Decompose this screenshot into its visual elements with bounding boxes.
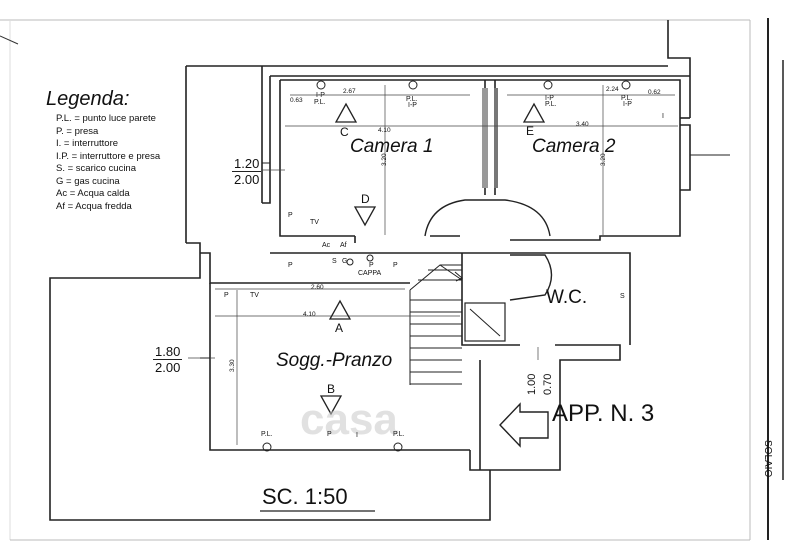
fixture-p: P bbox=[393, 262, 398, 269]
legend-item: I.P. = interruttore e presa bbox=[56, 150, 161, 162]
legend-item: Ac = Acqua calda bbox=[56, 188, 130, 199]
dim-cam1-offset: 0.63 bbox=[290, 97, 303, 104]
ratio-door-top: 0.70 bbox=[542, 373, 554, 395]
room-label-camera-1: Camera 1 bbox=[350, 136, 434, 157]
ratio-door-bottom: 1.00 bbox=[526, 373, 538, 395]
section-b: B bbox=[327, 382, 336, 396]
sliding-door-panel bbox=[482, 88, 488, 188]
fixture-tv: TV bbox=[310, 219, 319, 226]
fixture-ip: I-P bbox=[623, 101, 632, 108]
section-c: C bbox=[340, 125, 349, 139]
dim-cam1-span: 4.10 bbox=[378, 127, 391, 134]
dim-cam2-width: 2.24 bbox=[606, 86, 619, 93]
fixture-ip: I-P bbox=[316, 92, 325, 99]
room-label-wc: W.C. bbox=[546, 287, 588, 308]
dim-cam2-height: 3.20 bbox=[600, 153, 607, 166]
section-markers bbox=[319, 102, 546, 416]
legend-list: P.L. = punto luce parete P. = presa I. =… bbox=[56, 113, 160, 213]
fixture-pl: P.L. bbox=[261, 431, 273, 438]
light-points bbox=[262, 80, 631, 452]
side-label: SOLAIO bbox=[762, 440, 773, 478]
legend-item: P.L. = punto luce parete bbox=[56, 113, 156, 124]
sliding-door-panel-2 bbox=[494, 88, 498, 188]
dim-sogg-height: 3.30 bbox=[229, 359, 236, 372]
dim-cam2-offset: 0.62 bbox=[648, 89, 661, 96]
legend-title: Legenda: bbox=[46, 88, 130, 110]
ratio-bottom: 2.00 bbox=[155, 360, 181, 375]
fixture-pl: P.L. bbox=[621, 95, 633, 102]
fixture-p: P bbox=[288, 262, 293, 269]
fixture-af: Af bbox=[340, 242, 347, 249]
section-d: D bbox=[361, 192, 370, 206]
ratio-left-upper: 1.20 2.00 bbox=[232, 156, 262, 187]
fixture-pl: P.L. bbox=[393, 431, 405, 438]
watermark: casa bbox=[300, 395, 398, 444]
fixture-ip: I-P bbox=[545, 95, 554, 102]
fixture-cappa: CAPPA bbox=[358, 270, 382, 277]
dim-sogg-span: 4.10 bbox=[303, 311, 316, 318]
fixture-s: S bbox=[332, 258, 337, 265]
legend-item: P. = presa bbox=[56, 125, 99, 137]
ratio-bottom: 2.00 bbox=[234, 172, 260, 187]
corner-mark bbox=[0, 35, 19, 45]
fixture-s: S bbox=[620, 293, 625, 300]
room-label-soggiorno: Sogg.-Pranzo bbox=[276, 350, 393, 371]
section-a: A bbox=[335, 321, 344, 335]
fixture-g: G bbox=[342, 258, 348, 265]
dim-sogg-width: 2.60 bbox=[311, 284, 324, 291]
ratio-left-lower: 1.80 2.00 bbox=[153, 344, 183, 375]
apartment-label: APP. N. 3 bbox=[552, 400, 655, 427]
dim-cam2-span: 3.40 bbox=[576, 121, 589, 128]
shower-diagonal bbox=[469, 308, 501, 337]
fixture-tv: TV bbox=[250, 292, 259, 299]
fixture-ac: Ac bbox=[322, 242, 331, 249]
fixture-p: P bbox=[224, 292, 229, 299]
section-e: E bbox=[526, 124, 535, 138]
fixture-p: P bbox=[288, 212, 293, 219]
dimension-lines bbox=[188, 85, 678, 445]
room-label-camera-2: Camera 2 bbox=[532, 136, 616, 157]
fixture-p: P bbox=[369, 262, 374, 269]
hall-arc-2 bbox=[509, 254, 553, 301]
ratio-top: 1.80 bbox=[153, 344, 183, 360]
legend-item: G = gas cucina bbox=[56, 175, 120, 187]
legend-item: I. = interruttore bbox=[56, 138, 119, 149]
fixture-p: P bbox=[327, 431, 332, 438]
hall-arc-1 bbox=[424, 199, 551, 237]
shower-tray bbox=[464, 302, 506, 342]
fixture-pl: P.L. bbox=[406, 96, 418, 103]
dim-cam1-width: 2.67 bbox=[343, 88, 356, 95]
entry-arrow bbox=[499, 402, 549, 448]
fixture-pl: P.L. bbox=[314, 99, 326, 106]
scale-label: SC. 1:50 bbox=[262, 484, 348, 509]
dim-cam1-height: 3.20 bbox=[381, 153, 388, 166]
legend-item: S. = scarico cucina bbox=[56, 163, 136, 174]
fixture-i: I bbox=[356, 432, 358, 439]
fixture-i: I bbox=[662, 113, 664, 120]
legend-item: Af = Acqua fredda bbox=[56, 200, 132, 212]
fixture-ip: I-P bbox=[408, 102, 417, 109]
ratio-top: 1.20 bbox=[232, 156, 262, 172]
walls bbox=[49, 20, 691, 521]
staircase bbox=[409, 264, 463, 385]
fixture-pl: P.L. bbox=[545, 101, 557, 108]
